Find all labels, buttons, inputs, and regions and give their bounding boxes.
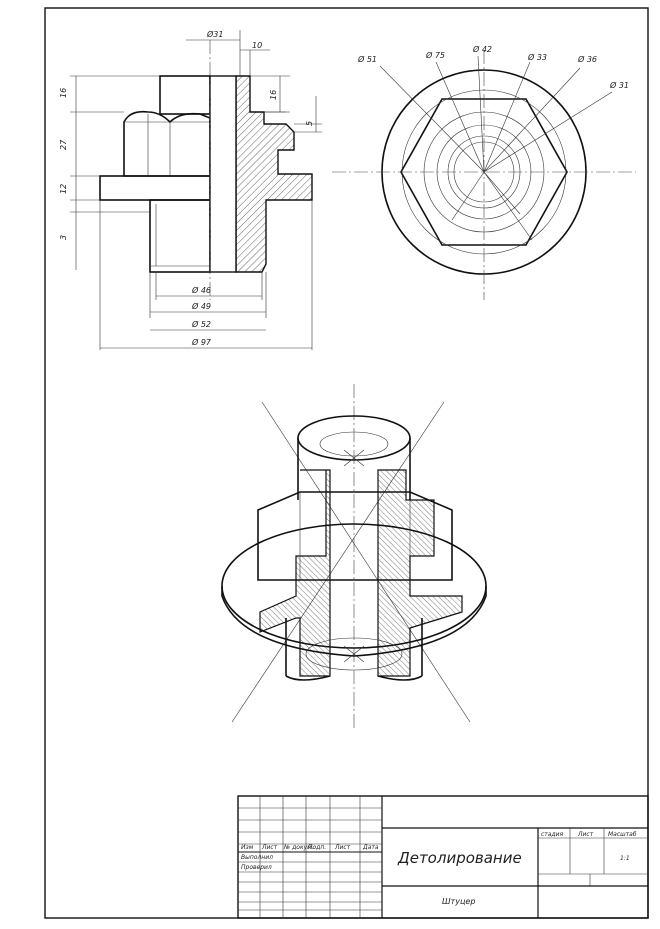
dim-right-16: 16 [269, 90, 278, 100]
dim-top-view-d75: Ø 75 [425, 50, 445, 60]
front-view: Ø31 10 16 27 12 3 16 5 Ø 46 Ø 49 [59, 29, 322, 350]
dim-bottom-d49: Ø 49 [191, 301, 211, 311]
tb-col-sign: Подп. [308, 844, 326, 851]
dim-top-d31: Ø31 [206, 29, 223, 39]
dim-right-5: 5 [305, 121, 314, 126]
dim-bottom-d52: Ø 52 [191, 319, 211, 329]
dim-top-10: 10 [252, 41, 262, 50]
dim-top-view-d31: Ø 31 [609, 80, 629, 90]
tb-role-executed: Выполнил [241, 854, 273, 861]
dim-top-view-d33: Ø 33 [527, 52, 547, 62]
tb-scale-value: 1:1 [620, 855, 630, 862]
part-name: Штуцер [442, 897, 475, 906]
dim-bottom-d46: Ø 46 [191, 285, 211, 295]
dim-top-view-d42: Ø 42 [472, 44, 492, 54]
top-view: Ø 51 Ø 75 Ø 42 Ø 33 Ø 36 Ø 31 [332, 44, 636, 300]
drawing-title: Детолирование [397, 849, 522, 867]
tb-col-izm: Изм [241, 844, 254, 851]
tb-header-stage: стадия [541, 831, 564, 838]
title-block: Изм Лист № докум. Подп. Лист Дата Выполн… [237, 795, 649, 919]
sheet-border [44, 7, 649, 919]
tb-col-date2: Дата [362, 844, 379, 851]
dim-left-27: 27 [59, 139, 68, 150]
dim-left-3: 3 [59, 235, 68, 240]
dim-top-view-d36: Ø 36 [577, 54, 597, 64]
dim-top-view-d51: Ø 51 [357, 54, 377, 64]
tb-col-doc: № докум. [283, 844, 314, 851]
dim-left-12: 12 [59, 184, 68, 194]
isometric-view [221, 384, 487, 728]
tb-col-date: Лист [334, 844, 351, 851]
tb-header-scale: Масштаб [608, 831, 637, 838]
tb-header-sheet: Лист [577, 831, 594, 838]
dim-left-16: 16 [59, 88, 68, 98]
tb-role-checked: Проверил [241, 864, 272, 871]
tb-col-list: Лист [261, 844, 278, 851]
dim-bottom-d97: Ø 97 [191, 337, 212, 347]
